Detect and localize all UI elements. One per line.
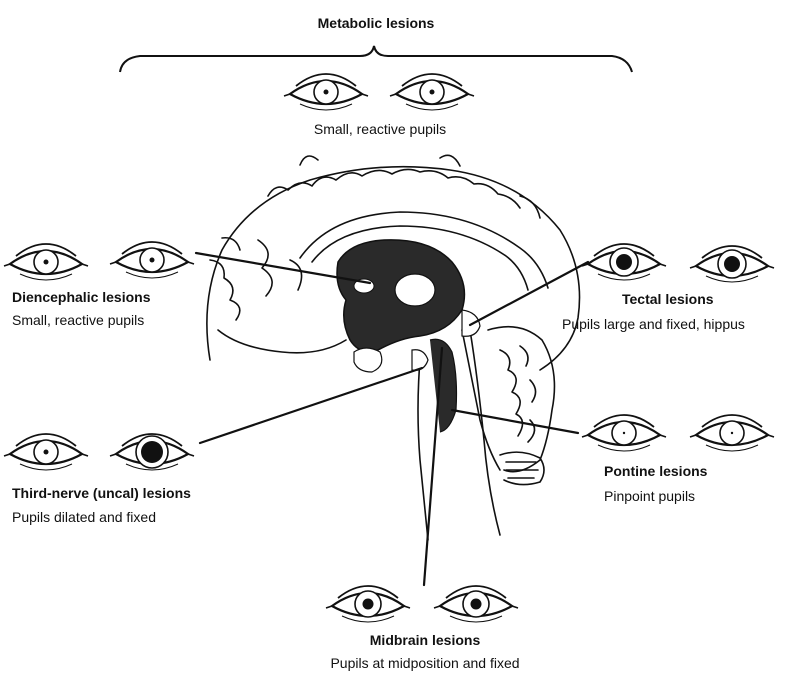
third-nerve-description: Pupils dilated and fixed (12, 509, 156, 526)
midbrain-pointer-line (424, 348, 442, 585)
tectal-description: Pupils large and fixed, hippus (562, 316, 745, 333)
metabolic-title: Metabolic lesions (318, 15, 435, 32)
third-nerve-title: Third-nerve (uncal) lesions (12, 485, 191, 502)
third-nerve-right-eye-icon (110, 434, 194, 470)
midbrain-description: Pupils at midposition and fixed (330, 655, 519, 672)
diencephalon-shaded-region (337, 240, 480, 432)
diencephalic-description: Small, reactive pupils (12, 312, 144, 329)
diencephalic-title: Diencephalic lesions (12, 289, 151, 306)
tectal-left-eye-icon (582, 244, 666, 280)
metabolic-right-eye-icon (390, 74, 474, 110)
third-nerve-left-eye-icon (4, 434, 88, 470)
tectal-right-eye-icon (690, 246, 774, 282)
metabolic-bracket (120, 46, 632, 72)
midbrain-title: Midbrain lesions (370, 632, 480, 649)
pontine-description: Pinpoint pupils (604, 488, 695, 505)
metabolic-left-eye-icon (284, 74, 368, 110)
metabolic-description: Small, reactive pupils (314, 121, 446, 138)
midbrain-left-eye-icon (326, 586, 410, 622)
pontine-pointer-line (452, 410, 578, 433)
pontine-right-eye-icon (690, 415, 774, 451)
diencephalic-right-eye-icon (110, 242, 194, 278)
midbrain-right-eye-icon (434, 586, 518, 622)
third-nerve-pointer-line (200, 368, 422, 443)
eye-illustrations (4, 74, 774, 622)
tectal-title: Tectal lesions (622, 291, 714, 308)
pontine-title: Pontine lesions (604, 463, 707, 480)
pontine-left-eye-icon (582, 415, 666, 451)
diencephalic-left-eye-icon (4, 244, 88, 280)
brain-sagittal-section (207, 155, 580, 540)
